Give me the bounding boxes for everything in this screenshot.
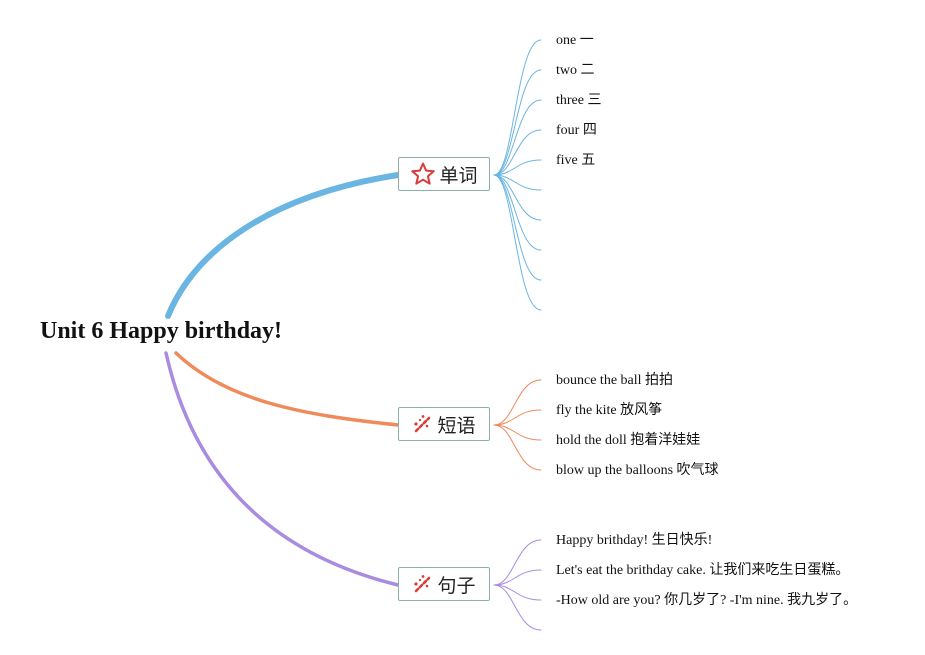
- leaf-topic[interactable]: Let's eat the brithday cake. 让我们来吃生日蛋糕。: [556, 563, 850, 578]
- leaf-topic[interactable]: one 一: [556, 33, 594, 48]
- branch-label: 句子: [437, 574, 476, 597]
- leaf-connector: [493, 539, 542, 586]
- leaf-connector: [493, 174, 542, 221]
- magic-wand-icon: [412, 413, 434, 435]
- leaf-topic[interactable]: Happy brithday! 生日快乐!: [556, 533, 713, 548]
- magic-wand-icon: [412, 573, 434, 595]
- leaf-topic[interactable]: blow up the balloons 吹气球: [556, 463, 719, 478]
- branch-label: 短语: [437, 414, 476, 437]
- branch-node-phrases[interactable]: 短语: [398, 407, 490, 441]
- leaf-topic[interactable]: -How old are you? 你几岁了? -I'm nine. 我九岁了。: [556, 593, 858, 608]
- leaf-connector: [493, 569, 542, 586]
- leaf-connector: [493, 129, 542, 176]
- leaf-connector: [493, 69, 542, 176]
- leaf-connector: [493, 174, 542, 311]
- leaf-topic[interactable]: two 二: [556, 63, 595, 78]
- branch-label: 单词: [439, 164, 478, 187]
- leaf-topic[interactable]: five 五: [556, 153, 596, 168]
- leaf-connector: [493, 174, 542, 281]
- leaf-topic[interactable]: three 三: [556, 93, 602, 108]
- branch-node-vocab[interactable]: 单词: [398, 157, 490, 191]
- trunk-sentences: [164, 351, 400, 587]
- trunk-vocab: [165, 172, 401, 319]
- leaf-topic[interactable]: hold the doll 抱着洋娃娃: [556, 433, 701, 448]
- leaf-connector: [493, 174, 542, 251]
- leaf-connector: [493, 39, 542, 176]
- leaf-connector: [493, 584, 542, 631]
- trunk-phrases: [174, 351, 400, 427]
- leaf-topic[interactable]: fly the kite 放风筝: [556, 403, 663, 418]
- leaf-topic[interactable]: four 四: [556, 123, 597, 138]
- leaf-connector: [493, 379, 542, 426]
- leaf-connector: [493, 99, 542, 176]
- star-icon: [410, 161, 436, 187]
- branch-node-sentences[interactable]: 句子: [398, 567, 490, 601]
- leaf-connector: [493, 159, 542, 176]
- leaf-connector: [493, 424, 542, 471]
- root-topic[interactable]: Unit 6 Happy birthday!: [40, 318, 283, 344]
- leaf-connector: [493, 409, 542, 426]
- leaf-topic[interactable]: bounce the ball 拍拍: [556, 373, 674, 388]
